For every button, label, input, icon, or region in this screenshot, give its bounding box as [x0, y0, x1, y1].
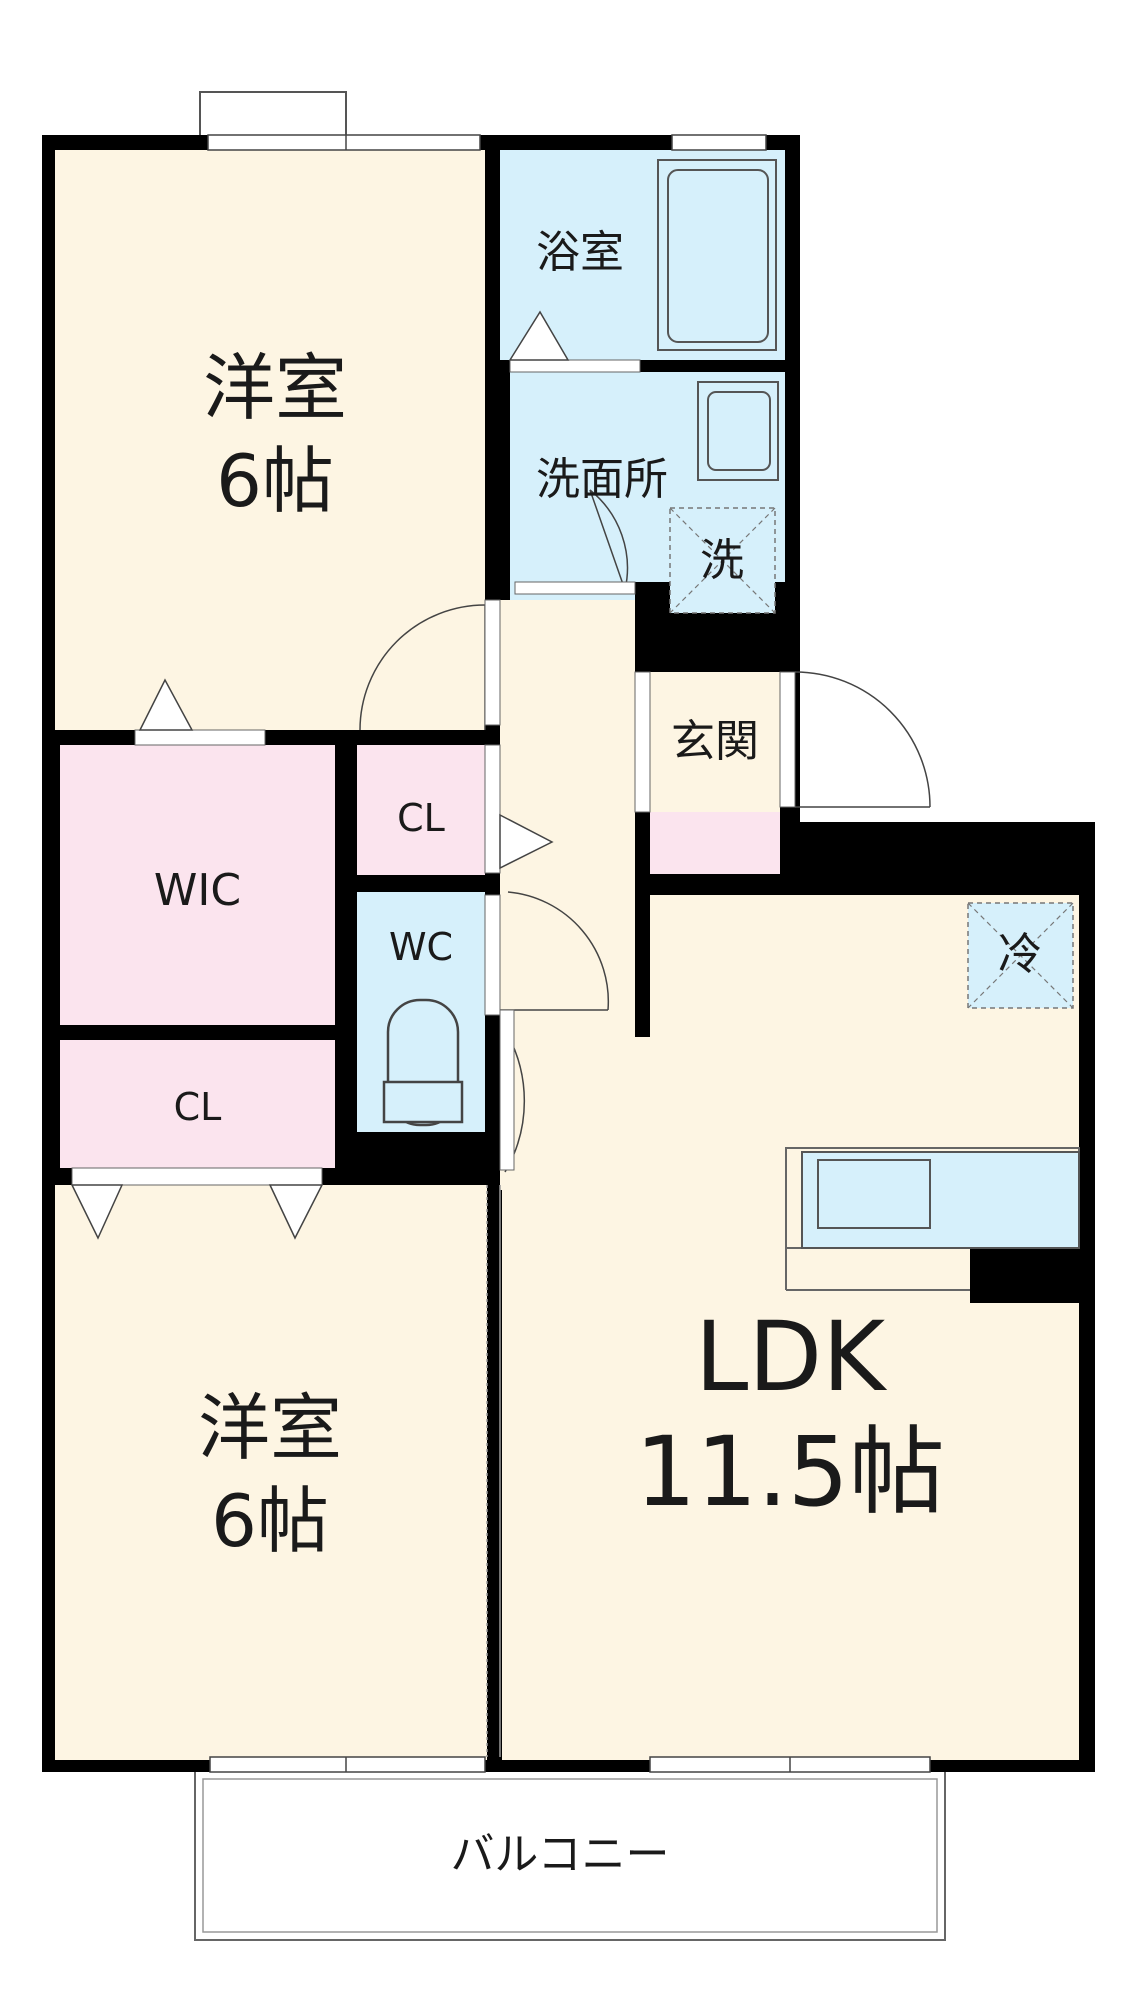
window: [671, 134, 767, 151]
wall-partition: [335, 730, 357, 1170]
room-bedroom-top: [55, 150, 485, 730]
toilet-tank: [382, 1080, 464, 1124]
kitchen-sink: [817, 1159, 931, 1229]
wall-partition: [42, 730, 500, 745]
entrance-label: 玄関: [671, 716, 759, 767]
fridge-label: 冷: [998, 929, 1042, 980]
door-swing: [589, 489, 629, 591]
closet-wide-label: CL: [173, 1085, 222, 1129]
bedroom-top-name: 洋室: [202, 346, 347, 430]
room-closet-wide: [60, 1040, 335, 1168]
door-indicator: [70, 1184, 124, 1240]
washer-label: 洗: [700, 535, 744, 586]
bedroom-bottom-name: 洋室: [197, 1386, 342, 1470]
window: [209, 1756, 486, 1773]
bedroom-bottom-size: 6帖: [211, 1479, 329, 1563]
wall-column: [970, 1248, 1079, 1303]
balcony: [194, 1769, 946, 1941]
wall-partition: [357, 875, 485, 892]
room-wic: [60, 745, 335, 1025]
door-indicator: [268, 1184, 324, 1240]
bedroom-top-size: 6帖: [216, 439, 334, 523]
room-bedroom-bottom: [55, 1185, 487, 1760]
wall-partition: [650, 874, 1095, 895]
washroom-label: 洗面所: [536, 454, 668, 505]
door-indicator: [508, 310, 570, 361]
wall-partition: [42, 1025, 342, 1040]
wall-partition: [357, 1132, 500, 1185]
window: [207, 134, 481, 151]
room-closet-small: [357, 745, 485, 875]
ldk-size: 11.5帖: [635, 1416, 945, 1528]
room-entrance-step: [650, 812, 780, 874]
closet-small-label: CL: [397, 796, 445, 840]
bathtub-inner: [667, 169, 769, 343]
balcony-label: バルコニー: [450, 1829, 670, 1880]
room-entrance: [650, 672, 780, 812]
ldk-name: LDK: [694, 1301, 886, 1413]
balcony-inner: [202, 1778, 938, 1933]
door-swing: [359, 604, 486, 731]
door-indicator: [499, 813, 554, 870]
bath-label: 浴室: [536, 227, 624, 278]
toilet-label: WC: [388, 925, 454, 969]
wall-partition: [485, 135, 500, 595]
door-swing: [794, 671, 931, 808]
sink-basin: [707, 391, 771, 471]
ldk-upper-hall: [500, 1030, 635, 1190]
door-swing: [507, 891, 610, 1011]
wic-label: WIC: [153, 865, 242, 916]
door-indicator: [138, 678, 194, 731]
